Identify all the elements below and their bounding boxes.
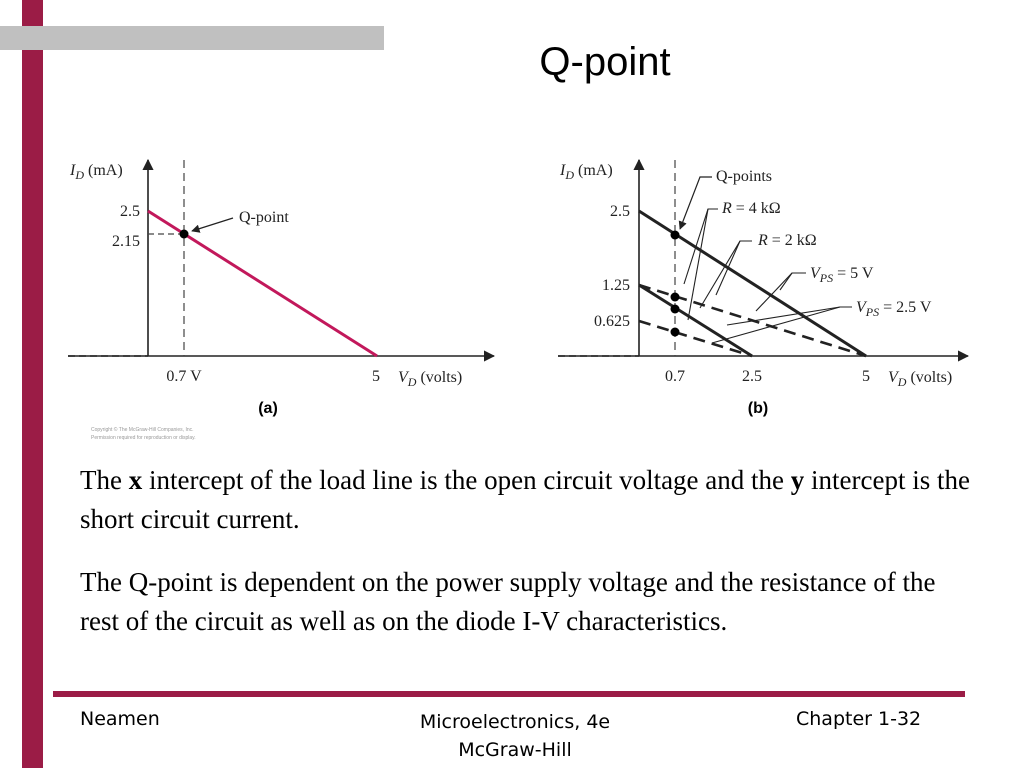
top-gray-bar: [0, 26, 384, 50]
para1-text-b: intercept of the load line is the open c…: [142, 465, 791, 495]
slide-title: Q-point: [539, 40, 671, 84]
panel-b-x-tick-5: 5: [862, 368, 870, 385]
panel-b-q-points-leader: [678, 176, 712, 230]
panel-b-load-line-vps25-r2: [638, 283, 753, 358]
panel-b-q-point-3: [670, 304, 680, 314]
panel-b-r2-leader: [699, 240, 752, 309]
footer-book: Microelectronics, 4e McGraw-Hill: [330, 708, 700, 764]
panel-a-y-tick-2-5: 2.5: [120, 203, 140, 220]
footer-author: Neamen: [80, 708, 160, 730]
footer-publisher: McGraw-Hill: [458, 739, 572, 761]
panel-b-q-points-label: Q-points: [716, 168, 772, 185]
footer-chapter: Chapter 1-32: [796, 708, 922, 730]
panel-a-y-tick-2-15: 2.15: [112, 233, 140, 250]
panel-b: Q-points R = 4 kΩ R = 2 kΩ VPS = 5 V VPS…: [558, 158, 970, 417]
footer-book-title: Microelectronics, 4e: [419, 711, 611, 733]
panel-b-y-tick-1-25: 1.25: [602, 277, 630, 294]
para1-bold-y: y: [790, 465, 805, 495]
panel-b-r2-label: R = 2 kΩ: [757, 232, 817, 249]
panel-b-q-point-1: [670, 230, 680, 240]
panel-b-r4-label: R = 4 kΩ: [721, 200, 781, 217]
panel-a-x-tick-0-7: 0.7 V: [166, 368, 202, 385]
left-accent-bar: [22, 0, 43, 768]
panel-b-y-axis-label: ID (mA): [559, 162, 613, 182]
panel-a: Q-point ID (mA) 2.5 2.15 0.7 V 5 VD (vol…: [68, 158, 496, 417]
panel-b-vps25-leader-2: [726, 306, 841, 326]
panel-b-vps5-label: VPS = 5 V: [810, 265, 874, 285]
panel-b-q-point-4: [670, 327, 680, 337]
panel-a-x-tick-5: 5: [372, 368, 380, 385]
para1-text-a: The: [80, 465, 129, 495]
panel-b-r4-leader-2: [687, 208, 709, 321]
panel-a-q-point: [179, 229, 189, 239]
panel-a-x-axis-label: VD (volts): [398, 369, 462, 389]
panel-b-y-tick-0-625: 0.625: [594, 313, 630, 330]
panel-b-q-point-2: [670, 292, 680, 302]
paragraph-q-point-dependence: The Q-point is dependent on the power su…: [80, 567, 936, 636]
panel-a-q-point-label: Q-point: [239, 209, 289, 226]
panel-b-vps25-leader: [711, 306, 852, 344]
footer-rule: [53, 691, 965, 697]
panel-b-y-tick-2-5: 2.5: [610, 203, 630, 220]
panel-b-x-axis-label: VD (volts): [888, 369, 952, 389]
para1-bold-x: x: [128, 465, 143, 495]
panel-b-vps5-leader-2: [755, 272, 793, 312]
panel-a-y-axis-label: ID (mA): [69, 162, 123, 182]
copyright-line-2: Permission required for reproduction or …: [91, 435, 196, 441]
copyright-line-1: Copyright © The McGraw-Hill Companies, I…: [91, 426, 194, 433]
panel-b-r2-leader-2: [715, 240, 741, 296]
paragraph-intercepts: The x intercept of the load line is the …: [80, 461, 980, 539]
panel-b-vps25-label: VPS = 2.5 V: [856, 299, 932, 319]
panel-b-x-tick-0-7: 0.7: [665, 368, 685, 385]
panel-a-q-point-arrow: [191, 217, 234, 233]
panel-b-load-line-vps25-r4: [638, 319, 753, 358]
panel-b-x-tick-2-5: 2.5: [742, 368, 762, 385]
panel-b-label: (b): [748, 400, 768, 417]
para1-text-c: intercept is the short circuit current.: [80, 465, 970, 534]
q-point-figure: Q-point ID (mA) 2.5 2.15 0.7 V 5 VD (vol…: [68, 158, 970, 441]
panel-a-label: (a): [258, 400, 278, 417]
